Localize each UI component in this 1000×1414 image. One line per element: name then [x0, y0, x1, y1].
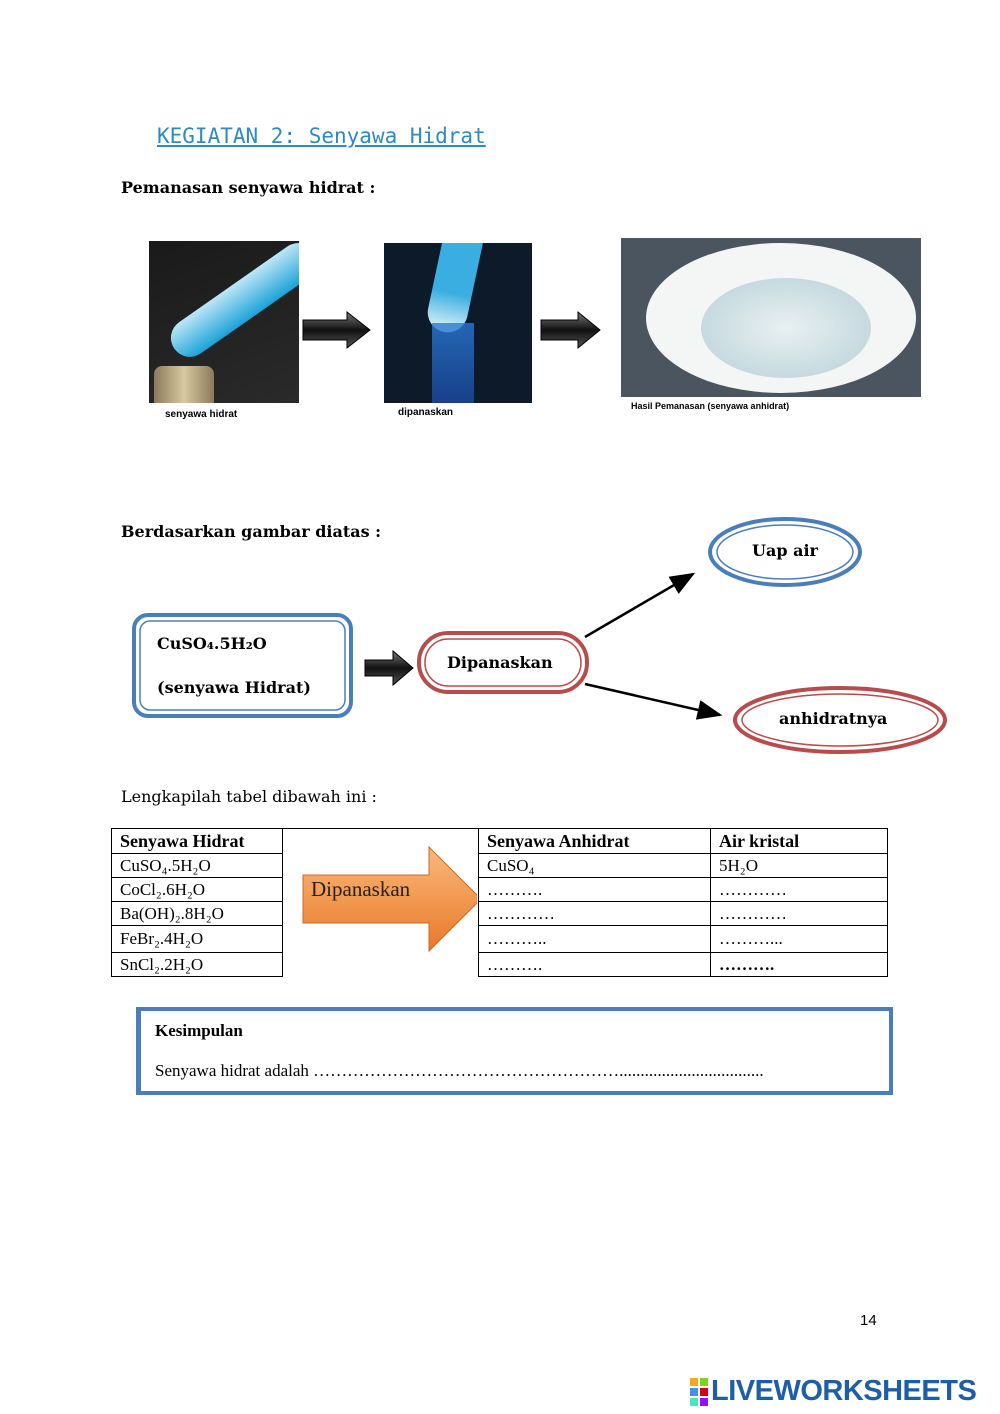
cell: 5H₂O [710, 853, 888, 878]
answer-cell[interactable]: ………… [478, 901, 711, 926]
answer-cell[interactable]: ………. [478, 877, 711, 902]
hydrate-formula: CuSO₄.5H₂O [157, 634, 267, 653]
hydrate-label: (senyawa Hidrat) [157, 678, 311, 697]
header-cell: Senyawa Anhidrat [478, 828, 711, 854]
cell: CuSO₄ [478, 853, 711, 878]
cell: SnCl₂.2H₂O [111, 952, 283, 977]
cell: CoCl₂.6H₂O [111, 877, 283, 902]
conclusion-heading: Kesimpulan [155, 1021, 243, 1040]
arrow-line [584, 572, 696, 639]
photo-heating-tube [384, 243, 532, 403]
output-water-vapor: Uap air [752, 541, 818, 560]
answer-cell[interactable]: ………... [710, 925, 888, 953]
page-number: 14 [860, 1312, 877, 1329]
page-title: KEGIATAN 2: Senyawa Hidrat [157, 124, 486, 148]
cell: FeBr₂.4H₂O [111, 925, 283, 953]
photo-anhydrous-dish [621, 238, 921, 397]
answer-cell[interactable]: ………. [478, 952, 711, 977]
arrow-right-icon [364, 649, 414, 687]
table-row: SnCl₂.2H₂O ……….………. [111, 952, 888, 977]
answer-cell[interactable]: ………… [710, 877, 888, 902]
cell: CuSO₄.5H₂O [111, 853, 283, 878]
arrow-right-icon [540, 310, 601, 350]
hydrate-table: Senyawa Hidrat Dipanaskan Senyawa Anhidr… [111, 828, 888, 977]
logo-text: LIVEWORKSHEETS [711, 1375, 977, 1407]
arrow-line [584, 682, 723, 720]
table-row: Ba(OH)₂.8H₂O …………………… [111, 901, 888, 926]
answer-cell[interactable]: ……….. [478, 925, 711, 953]
table-header-row: Senyawa Hidrat Dipanaskan Senyawa Anhidr… [111, 828, 888, 977]
header-cell: Air kristal [710, 828, 888, 854]
arrows-layer [132, 310, 947, 754]
arrow-right-icon [302, 310, 371, 350]
cell: Ba(OH)₂.8H₂O [111, 901, 283, 926]
arrow-cell: Dipanaskan [282, 828, 479, 977]
liveworksheets-logo: LIVEWORKSHEETS [690, 1375, 977, 1408]
orange-arrow-icon [302, 845, 477, 952]
caption: dipanaskan [398, 407, 454, 418]
caption: senyawa hidrat [165, 409, 238, 420]
conclusion-text[interactable]: Senyawa hidrat adalah ………………………………………………… [155, 1061, 764, 1080]
subtitle: Pemanasan senyawa hidrat : [121, 178, 376, 197]
instruction: Lengkapilah tabel dibawah ini : [121, 787, 377, 806]
output-anhydrous: anhidratnya [779, 709, 888, 728]
table-row: FeBr₂.4H₂O ………..………... [111, 925, 888, 953]
header-cell: Senyawa Hidrat [111, 828, 283, 854]
answer-cell[interactable]: ………… [710, 901, 888, 926]
arrow-label: Dipanaskan [311, 876, 411, 901]
diagram-heading: Berdasarkan gambar diatas : [121, 522, 382, 541]
process-label: Dipanaskan [447, 653, 553, 672]
conclusion-box: Kesimpulan Senyawa hidrat adalah …………………… [136, 1007, 893, 1095]
logo-icon [690, 1377, 708, 1406]
photo-hydrate-tube [149, 241, 299, 403]
caption: Hasil Pemanasan (senyawa anhidrat) [631, 401, 790, 411]
answer-cell[interactable]: ………. [710, 952, 888, 977]
table-row: CoCl₂.6H₂O ……….………… [111, 877, 888, 902]
